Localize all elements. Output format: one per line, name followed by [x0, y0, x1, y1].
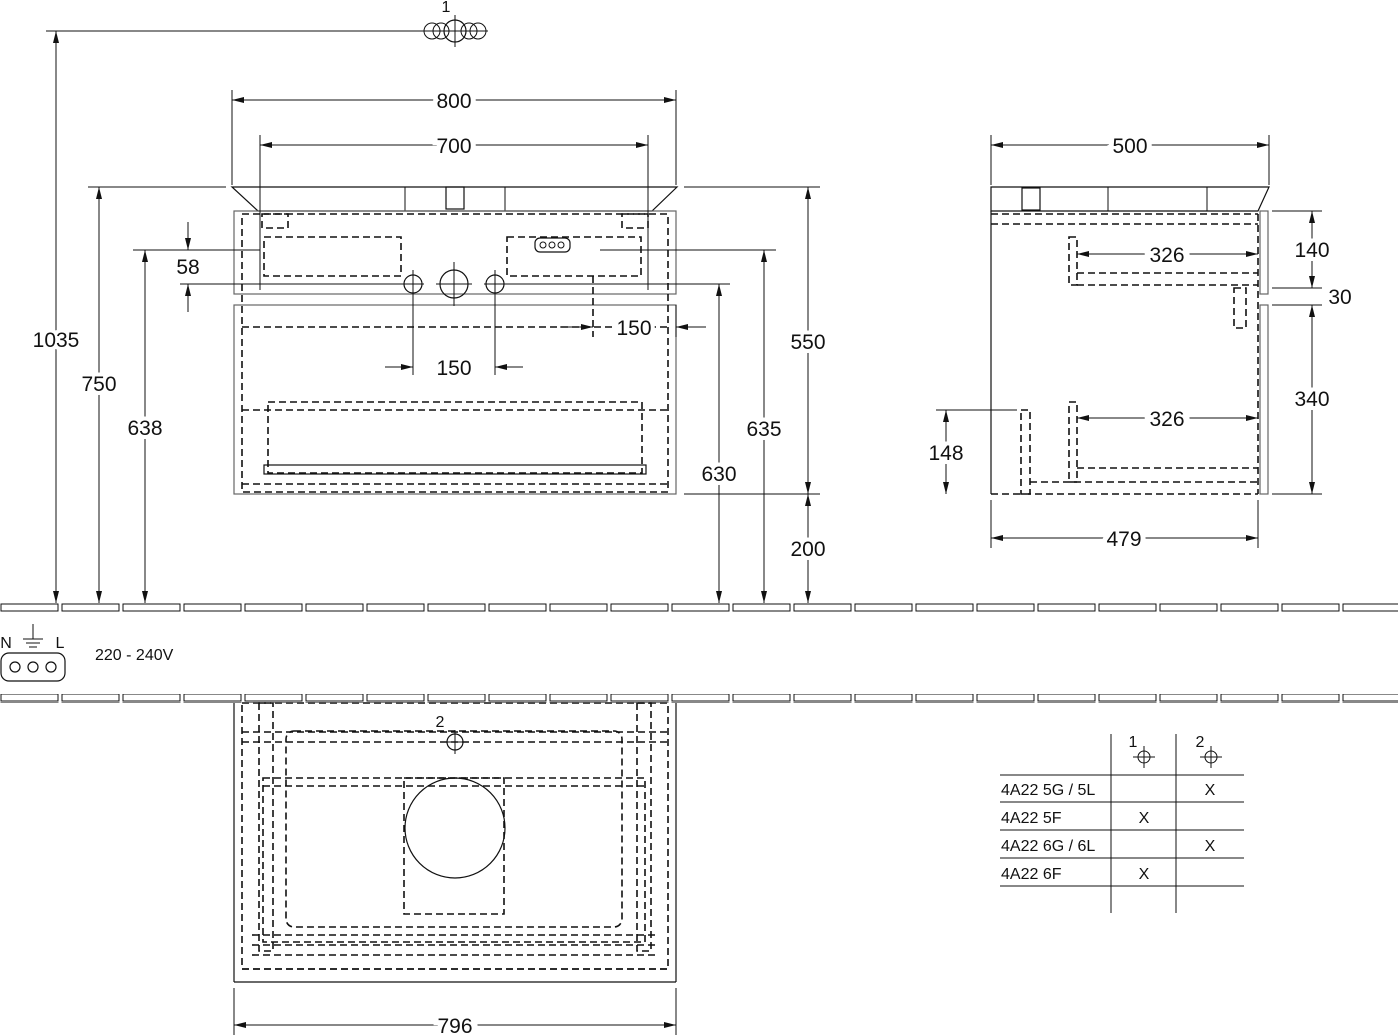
neutral-label: N [0, 635, 12, 652]
dim-lower-drawer-depth: 326 [1149, 408, 1184, 431]
basin-tap-hole [445, 186, 465, 210]
dim-upper-front: 140 [1294, 239, 1329, 262]
side-view: 500 326 326 140 30 340 148 479 [924, 130, 1351, 556]
tap-hole-label: 1 [442, 0, 451, 16]
waste-pipe-icon [436, 262, 472, 306]
row-c1: X [1139, 866, 1150, 883]
floor-line [0, 603, 1398, 612]
dim-inner-depth: 479 [1106, 528, 1141, 551]
front-view: 1 [29, 0, 830, 603]
upper-drawer-front [233, 210, 677, 295]
dim-upper-hole-height: 638 [127, 417, 162, 440]
basin-top [230, 186, 679, 212]
ground-icon [23, 624, 43, 648]
dim-overall-height: 1035 [33, 329, 80, 352]
row-c2: X [1205, 782, 1216, 799]
row-model: 4A22 5G / 5L [1001, 782, 1095, 799]
dim-gap: 30 [1328, 286, 1351, 309]
dim-top-width: 796 [437, 1015, 472, 1035]
row-c2: X [1205, 838, 1216, 855]
dim-hole-offset: 58 [176, 256, 199, 279]
dim-pipe-height: 630 [701, 463, 736, 486]
dim-outer-width: 800 [436, 90, 471, 113]
side-basin-top [990, 186, 1270, 212]
siphon-cutout [404, 777, 506, 879]
col1-label: 1 [1129, 734, 1138, 751]
dim-depth: 500 [1112, 135, 1147, 158]
dim-floor-clearance: 200 [790, 538, 825, 561]
dim-inner-width: 700 [436, 135, 471, 158]
dim-body-height: 550 [790, 331, 825, 354]
tap-hole-symbol-icon [418, 15, 488, 47]
col1-tap-symbol-icon [1133, 746, 1155, 768]
dim-upper-drawer-depth: 326 [1149, 244, 1184, 267]
supply-pipe-left-icon [402, 270, 424, 375]
row-model: 4A22 6F [1001, 866, 1062, 883]
dim-lower-front: 340 [1294, 388, 1329, 411]
dim-side-offset: 150 [616, 317, 651, 340]
lower-drawer-front [233, 304, 677, 495]
waste-outlet-label: 2 [436, 714, 445, 731]
electrical-symbol: N L 220 - 240V [0, 624, 174, 682]
socket-icon [534, 237, 571, 253]
row-model: 4A22 5F [1001, 810, 1062, 827]
live-label: L [56, 635, 65, 652]
variant-table: 1 2 4A22 5G / 5L X 4A22 5F X 4A22 6G / 6… [1000, 734, 1244, 913]
dim-socket-height: 635 [746, 418, 781, 441]
supply-pipe-right-icon [484, 270, 506, 375]
socket-outlet-icon [0, 652, 66, 682]
col2-label: 2 [1196, 734, 1205, 751]
waste-outlet-icon [443, 730, 467, 754]
row-c1: X [1139, 810, 1150, 827]
top-view: 2 796 [233, 702, 677, 1035]
col2-waste-symbol-icon [1200, 746, 1222, 768]
wall-line [0, 694, 1398, 703]
dim-top-height: 750 [81, 373, 116, 396]
dim-siphon-height: 148 [928, 442, 963, 465]
cabinet-carcass [241, 213, 669, 493]
row-model: 4A22 6G / 6L [1001, 838, 1095, 855]
dim-pipe-spacing: 150 [436, 357, 471, 380]
voltage-label: 220 - 240V [95, 647, 174, 664]
